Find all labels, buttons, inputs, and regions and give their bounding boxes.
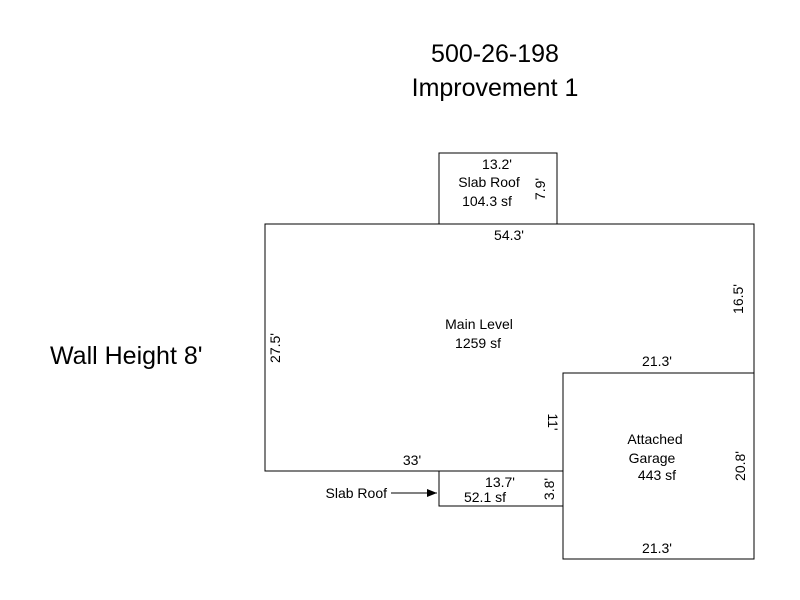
garage-outline [562,372,755,560]
parcel-id-title: 500-26-198 [431,40,559,68]
garage-bottom-dim: 21.3' [642,540,672,556]
wall-height-label: Wall Height 8' [50,342,203,370]
main-level-area: 1259 sf [455,335,501,351]
main-top-dim: 54.3' [494,227,524,243]
top-slab-depth-dim: 7.9' [532,178,548,200]
bottom-slab-callout-label: Slab Roof [326,485,388,501]
bottom-slab-width-dim: 13.7' [485,474,515,490]
garage-top-dim: 21.3' [642,353,672,369]
top-slab-area: 104.3 sf [462,193,512,209]
improvement-title: Improvement 1 [411,74,579,102]
bottom-slab-depth-dim: 3.8' [541,478,557,500]
main-right-upper-dim: 16.5' [730,284,746,314]
garage-label-line2: Garage [629,450,676,466]
main-level-label: Main Level [445,316,513,332]
bottom-slab-roof-outline [438,470,564,507]
garage-right-dim: 20.8' [732,451,748,481]
garage-label-line1: Attached [627,431,682,447]
main-bottom-dim: 33' [403,452,421,468]
top-slab-width-dim: 13.2' [482,156,512,172]
main-left-dim: 27.5' [267,333,283,363]
garage-area: 443 sf [638,467,676,483]
top-slab-label: Slab Roof [458,174,520,190]
main-notch-dim: 11' [545,413,561,430]
bottom-slab-area: 52.1 sf [464,489,506,505]
